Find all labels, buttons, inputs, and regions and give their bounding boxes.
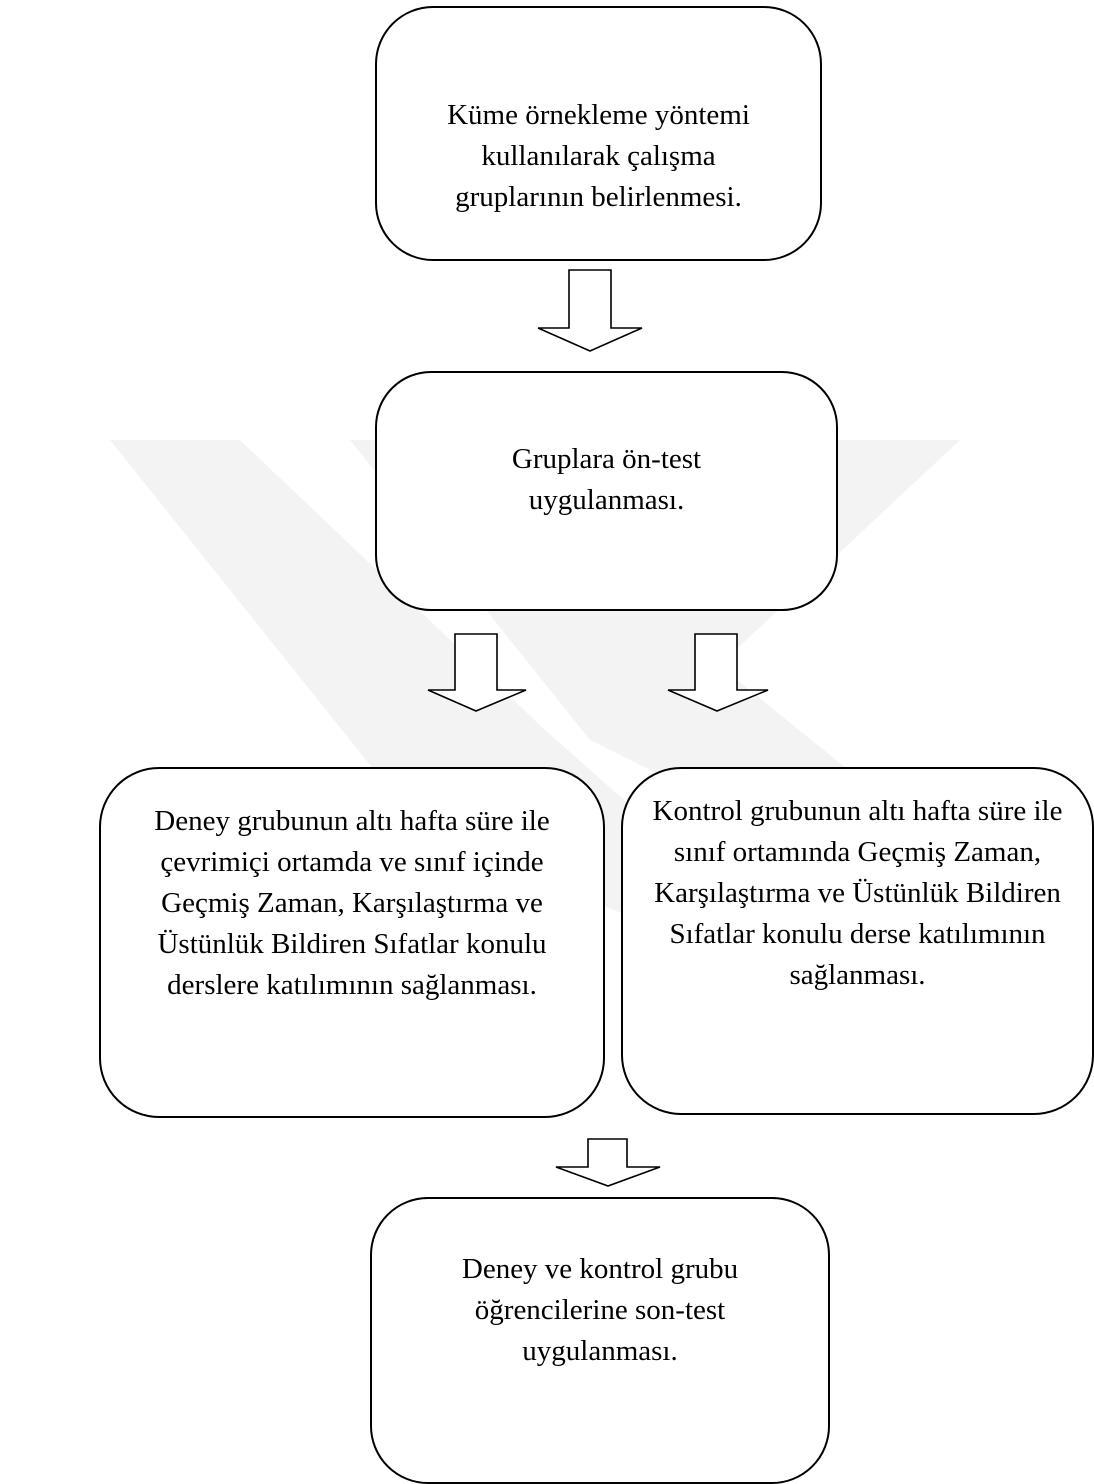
step-control-group-text: Kontrol grubunun altı hafta süre ile sın… xyxy=(652,795,1063,991)
step-cluster-sampling-box: Küme örnekleme yöntemi kullanılarak çalı… xyxy=(375,6,822,261)
step-posttest-box: Deney ve kontrol grubu öğrencilerine son… xyxy=(370,1197,830,1484)
down-arrow-icon xyxy=(537,269,643,352)
step-experimental-group-text: Deney grubunun altı hafta süre ile çevri… xyxy=(154,805,550,1001)
step-posttest-text: Deney ve kontrol grubu öğrencilerine son… xyxy=(461,1253,739,1367)
step-pretest-box: Gruplara ön-test uygulanması. xyxy=(375,371,838,611)
step-cluster-sampling-text: Küme örnekleme yöntemi kullanılarak çalı… xyxy=(447,99,750,213)
down-arrow-icon xyxy=(555,1138,661,1187)
down-arrow-icon xyxy=(427,633,527,712)
step-experimental-group-box: Deney grubunun altı hafta süre ile çevri… xyxy=(99,767,605,1118)
down-arrow-icon xyxy=(667,633,769,712)
step-control-group-box: Kontrol grubunun altı hafta süre ile sın… xyxy=(621,767,1094,1115)
step-pretest-text: Gruplara ön-test uygulanması. xyxy=(511,443,702,516)
